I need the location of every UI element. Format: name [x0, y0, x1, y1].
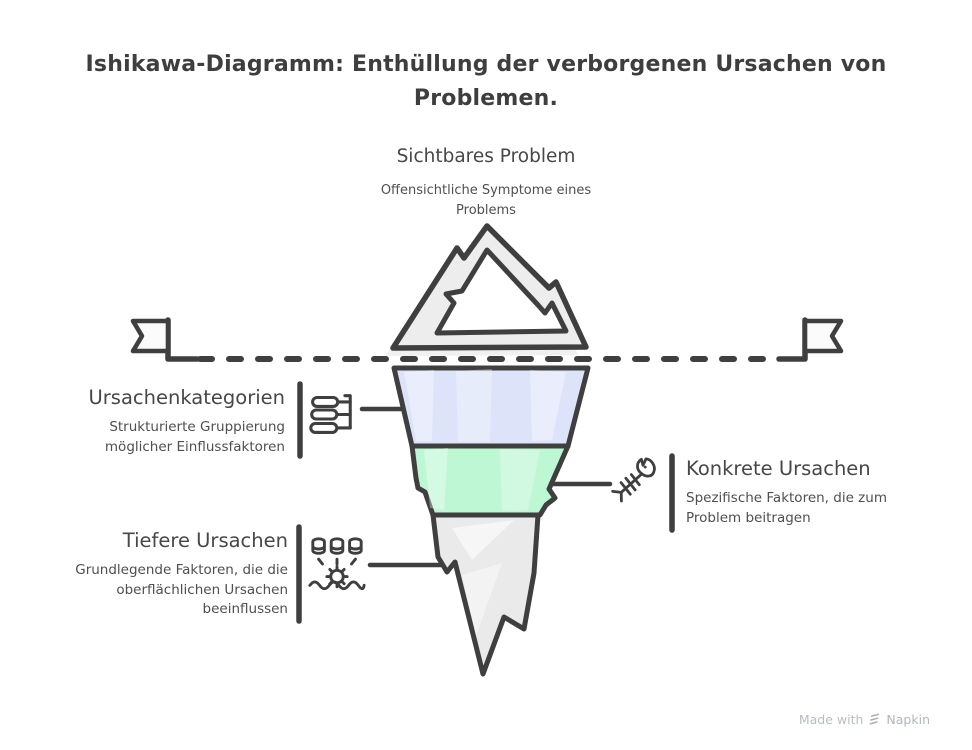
- deeper-causes-heading: Tiefere Ursachen: [122, 529, 288, 552]
- watermark: Made with Napkin: [799, 712, 930, 727]
- page-title: Ishikawa-Diagramm: Enthüllung der verbor…: [85, 52, 887, 112]
- cause-categories-heading: Ursachenkategorien: [88, 386, 285, 409]
- flag-left-icon: [130, 318, 171, 354]
- visible-problem-description: Offensichtliche Symptome eines Problems: [380, 183, 592, 218]
- ice-texture: [424, 448, 448, 510]
- visible-problem-heading: Sichtbares Problem: [396, 146, 576, 167]
- flag-right-icon: [802, 318, 844, 354]
- ice-texture: [456, 369, 492, 442]
- ice-texture: [452, 520, 514, 560]
- made-with-text: Made with: [798, 712, 864, 727]
- concrete-causes-description: Spezifische Faktoren, die zum Problem be…: [686, 490, 887, 526]
- cause-categories-label: Ursachenkategorien Strukturierte Gruppie…: [55, 386, 285, 457]
- org-hierarchy-icon: [309, 391, 361, 438]
- flag-right-pole: [776, 317, 808, 362]
- databases-gear-water-icon: [307, 533, 367, 595]
- fishbone-icon: [609, 452, 661, 508]
- ice-texture: [404, 370, 434, 441]
- band-deep: [430, 512, 541, 677]
- concrete-causes-label: Konkrete Ursachen Spezifische Faktoren, …: [686, 457, 926, 528]
- deeper-causes-description: Grundlegende Faktoren, die die oberfläch…: [75, 562, 288, 618]
- iceberg-peak-inner-shape: [434, 247, 569, 336]
- ice-texture: [530, 370, 566, 441]
- ice-texture: [462, 563, 502, 636]
- brand-text: Napkin: [886, 712, 930, 727]
- flag-left-pole: [165, 317, 200, 362]
- concrete-causes-heading: Konkrete Ursachen: [686, 457, 871, 480]
- cause-categories-description: Strukturierte Gruppierung möglicher Einf…: [104, 419, 285, 455]
- napkin-logo-icon: [868, 713, 881, 726]
- deeper-causes-label: Tiefere Ursachen Grundlegende Faktoren, …: [38, 529, 288, 620]
- ice-texture: [500, 449, 540, 511]
